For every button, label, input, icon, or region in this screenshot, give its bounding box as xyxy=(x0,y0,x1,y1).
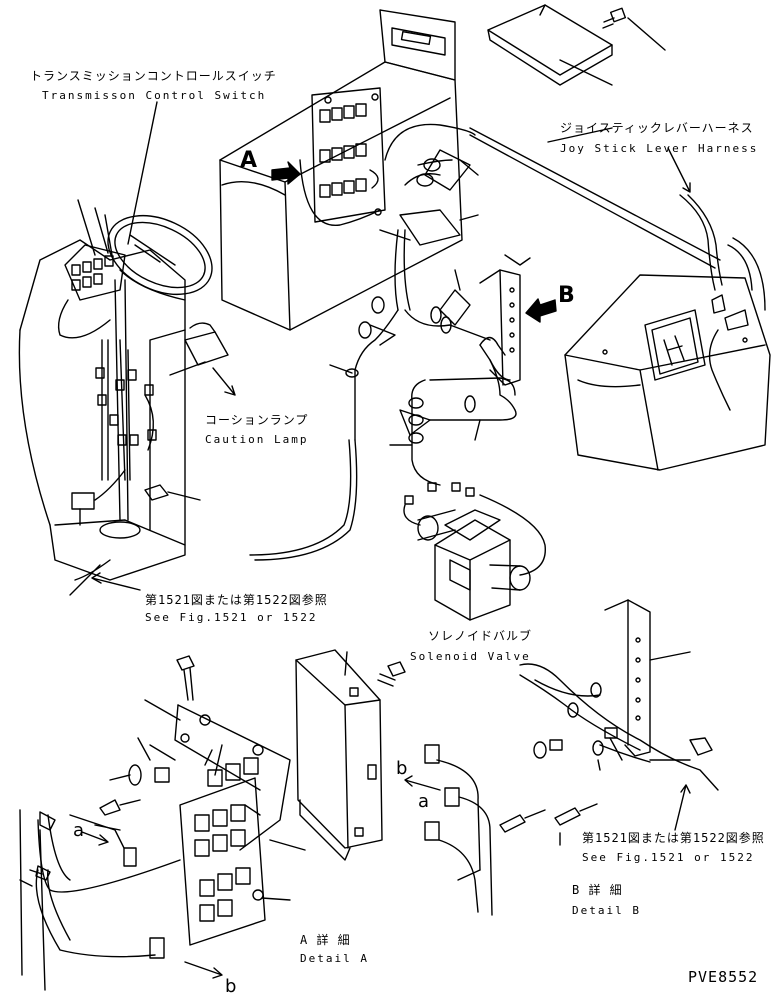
detail-a-marker-a: a xyxy=(73,820,85,841)
steering-column xyxy=(18,214,213,581)
harness-leader xyxy=(547,127,613,143)
solenoid-valve xyxy=(417,509,531,621)
joystick-harness-label-en: Joy Stick Lever Harness xyxy=(560,142,759,155)
module-leader xyxy=(344,651,348,676)
arrow-a-icon xyxy=(271,161,301,185)
module-bolt-icon xyxy=(377,661,406,687)
top-bolt-icon xyxy=(602,7,666,51)
solenoid-harness xyxy=(389,359,546,576)
detail-b-bracket xyxy=(604,599,691,757)
solenoid-valve-label-en: Solenoid Valve xyxy=(410,650,531,663)
detail-b-fasteners xyxy=(499,727,623,846)
detail-a-arrow-b xyxy=(184,961,223,979)
detail-b-marker-b: b xyxy=(396,758,408,779)
detail-a-marker-b: b xyxy=(225,976,237,997)
detail-b-harness xyxy=(519,663,719,791)
see-fig-right-arrow xyxy=(674,784,691,831)
caution-lamp-label-jp: コーションランプ xyxy=(205,413,309,427)
joystick-harness-label-jp: ジョイスティックレバーハーネス xyxy=(560,121,754,135)
top-cover-plate xyxy=(487,4,613,86)
detail-a-relay-block xyxy=(154,757,266,946)
controller-module xyxy=(295,649,383,861)
view-marker-b: B xyxy=(558,283,575,308)
view-marker-a: A xyxy=(240,148,258,173)
detail-a-label-en: Detail A xyxy=(300,952,369,965)
controller-cabinet xyxy=(219,9,463,331)
leader-line xyxy=(559,59,613,86)
column-harness xyxy=(69,339,201,596)
see-fig-left-label-jp: 第1521図または第1522図参照 xyxy=(145,593,328,607)
detail-b-connectors xyxy=(404,744,493,916)
transmission-switch-label-jp: トランスミッションコントロールスイッチ xyxy=(30,69,277,83)
detail-a-label-jp: A 詳 細 xyxy=(300,933,351,947)
drawing-code: PVE8552 xyxy=(688,968,759,986)
valve-harness xyxy=(249,269,511,561)
detail-a-plate xyxy=(174,704,291,851)
see-fig-right-label-jp: 第1521図または第1522図参照 xyxy=(582,831,765,845)
detail-a-bolt-icon xyxy=(176,655,195,701)
detail-a-leaders-2 xyxy=(204,744,306,901)
arrow-b-icon xyxy=(525,298,557,323)
see-fig-right-label-en: See Fig.1521 or 1522 xyxy=(582,851,755,864)
transmission-switch-label-en: Transmisson Control Switch xyxy=(42,89,267,102)
caution-lamp-label-en: Caution Lamp xyxy=(205,433,309,446)
joystick-console xyxy=(564,274,771,471)
transmission-control-switch xyxy=(57,101,158,339)
solenoid-valve-label-jp: ソレノイドバルブ xyxy=(428,629,533,643)
joystick-harness-cable xyxy=(469,127,766,311)
caution-lamp xyxy=(169,322,236,396)
detail-b-label-jp: B 詳 細 xyxy=(572,883,623,897)
bracket-b xyxy=(479,254,531,386)
detail-a-harness xyxy=(19,764,181,991)
harness-pointer-arrow xyxy=(667,147,691,193)
detail-b-marker-a: a xyxy=(418,791,430,812)
detail-b-label-en: Detail B xyxy=(572,904,641,917)
cabinet-harness xyxy=(299,123,479,311)
cabinet-relay-block xyxy=(311,87,386,223)
detail-a-arrow-a xyxy=(81,831,109,846)
see-fig-left-arrow xyxy=(91,572,141,591)
detail-a-leaders xyxy=(94,699,181,831)
see-fig-left-label-en: See Fig.1521 or 1522 xyxy=(145,611,318,624)
